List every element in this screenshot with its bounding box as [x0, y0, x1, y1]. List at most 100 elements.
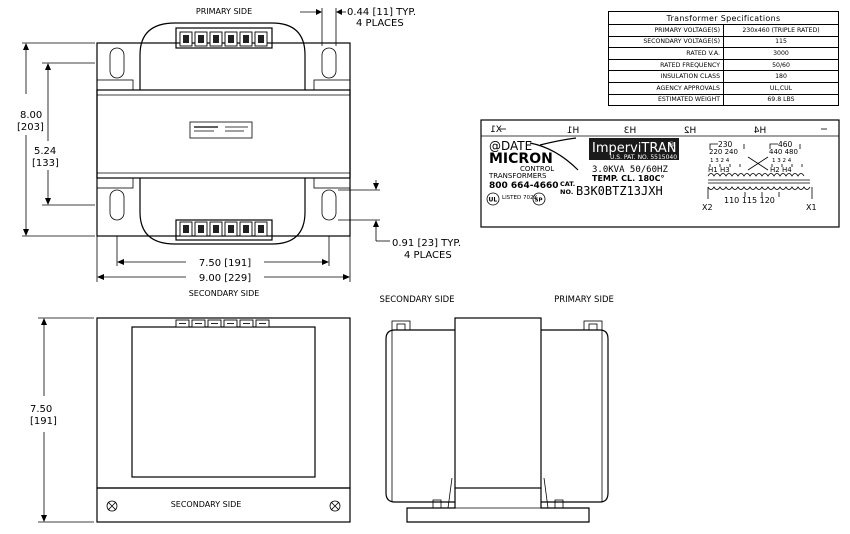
- kva-rating: 3.0KVA 50/60HZ: [592, 165, 668, 175]
- slot-height-places: 4 PLACES: [404, 250, 452, 261]
- mount-slot: [321, 47, 337, 79]
- terminal-screw-head: [227, 323, 234, 324]
- core-body: [96, 89, 351, 179]
- mount-slot: [109, 189, 125, 221]
- secondary-terminal-block: [175, 219, 273, 241]
- terminal-h2: H2: [684, 126, 697, 136]
- overall-height-in: 8.00: [20, 110, 42, 121]
- brand-phone: 800 664-4660: [489, 181, 559, 191]
- spec-key: RATED FREQUENCY: [608, 58, 724, 72]
- side-secondary-label: SECONDARY SIDE: [379, 295, 454, 305]
- spec-row: PRIMARY VOLTAGE(S)230x460 (TRIPLE RATED): [608, 24, 839, 37]
- patent-no: U.S. PAT. NO. 5515040: [610, 154, 677, 161]
- spec-key: ESTIMATED WEIGHT: [608, 93, 724, 107]
- spec-row: SECONDARY VOLTAGE(S)115: [608, 35, 839, 49]
- product-badge: [589, 138, 679, 160]
- spec-key: SECONDARY VOLTAGE(S): [608, 35, 724, 49]
- terminal-h1: H1: [567, 126, 580, 136]
- core-label: [189, 121, 253, 139]
- top-secondary-side-label: SECONDARY SIDE: [189, 289, 260, 298]
- terminal-screw-head: [259, 323, 266, 324]
- spec-key: PRIMARY VOLTAGE(S): [608, 24, 724, 37]
- wiring-diagram: 230 220 240 460 440 480 1 3 2 4 1 3 2 4 …: [702, 140, 817, 212]
- side-primary-coil: [541, 329, 609, 503]
- front-secondary-label: SECONDARY SIDE: [171, 500, 242, 509]
- secondary-coil-symbol: [707, 186, 811, 190]
- front-coil: [131, 326, 316, 478]
- front-height-mm: [191]: [30, 416, 57, 427]
- ul-mark-text: UL: [489, 197, 498, 204]
- terminal-screw-head: [213, 225, 219, 233]
- terminal-screw-head: [258, 35, 264, 43]
- side-bracket: [406, 488, 590, 523]
- mount-spacing-v-in: 5.24: [34, 146, 56, 157]
- brand-swoosh: [529, 137, 579, 171]
- terminal-h4: H4: [753, 126, 766, 136]
- spec-table: Transformer Specifications PRIMARY VOLTA…: [608, 11, 839, 107]
- terminal-screw-head: [179, 323, 186, 324]
- spec-value: 180: [723, 70, 839, 83]
- spec-value: 50/60: [723, 58, 839, 72]
- brand-date: @DATE: [489, 139, 532, 153]
- spec-table-title: Transformer Specifications: [608, 11, 839, 25]
- spec-key: AGENCY APPROVALS: [608, 81, 724, 95]
- spec-value: 115: [723, 35, 839, 49]
- side-primary-label: PRIMARY SIDE: [554, 295, 614, 305]
- side-core: [454, 317, 542, 489]
- terminal-screw-head: [211, 323, 218, 324]
- brand-transformers: TRANSFORMERS: [488, 172, 547, 180]
- slot-width-dim: 0.44 [11] TYP.: [347, 7, 416, 18]
- mount-slot: [109, 47, 125, 79]
- front-view: SECONDARY SIDE 7.50 [191]: [30, 317, 351, 523]
- nameplate: X1 H1 H3 H2 H4 @DATE MICRON CONTROL TRAN…: [480, 119, 840, 228]
- terminal-screw-head: [243, 323, 250, 324]
- mount-spacing-h: 7.50 [191]: [199, 258, 251, 269]
- h-left-labels: H1 H3: [708, 166, 730, 174]
- overall-width: 9.00 [229]: [199, 273, 251, 284]
- spec-value: 69.8 LBS: [723, 93, 839, 107]
- spec-value: 230x460 (TRIPLE RATED): [723, 24, 839, 37]
- terminal-screw-head: [258, 225, 264, 233]
- spec-key: INSULATION CLASS: [608, 70, 724, 83]
- voltage-220-240: 220 240: [709, 148, 738, 156]
- side-secondary-coil: [385, 329, 455, 503]
- terminal-screw-head: [183, 225, 189, 233]
- terminal-screw-head: [243, 225, 249, 233]
- ul-listed: LISTED 702X: [502, 195, 537, 201]
- primary-coil-symbol: [707, 173, 805, 177]
- terminal-x1-mirror: X1: [490, 125, 502, 135]
- terminal-x1: X1: [806, 203, 817, 212]
- spec-row: RATED V.A.3000: [608, 47, 839, 60]
- product-name: ImperviTRAN: [592, 141, 676, 156]
- terminal-screw-head: [213, 35, 219, 43]
- terminal-x2: X2: [702, 203, 713, 212]
- csa-mark-text: SP: [535, 198, 543, 204]
- terminal-screw-head: [195, 323, 202, 324]
- voltage-440-480: 440 480: [769, 148, 798, 156]
- terminal-screw-head: [183, 35, 189, 43]
- cat-label: CAT.: [560, 180, 575, 188]
- spec-value: UL,CUL: [723, 81, 839, 95]
- term-numbers-right: 1 3 2 4: [772, 158, 792, 164]
- terminal-screw-head: [228, 225, 234, 233]
- side-view: SECONDARY SIDE PRIMARY SIDE: [379, 295, 614, 523]
- voltage-230: 230: [718, 140, 733, 149]
- terminal-screw-head: [198, 35, 204, 43]
- no-label: NO.: [560, 188, 573, 196]
- spec-value: 3000: [723, 47, 839, 60]
- registered-icon: ®: [668, 141, 675, 149]
- nameplate-border: [480, 119, 840, 228]
- top-primary-side-label: PRIMARY SIDE: [196, 7, 252, 16]
- front-core: [96, 317, 351, 489]
- slot-height-dim: 0.91 [23] TYP.: [392, 238, 461, 249]
- cat-no: B3K0BTZ13JXH: [576, 184, 663, 198]
- spec-key: RATED V.A.: [608, 47, 724, 60]
- mount-screw-icon: [106, 500, 118, 512]
- ul-mark-icon: [486, 192, 500, 206]
- front-base: [96, 487, 351, 523]
